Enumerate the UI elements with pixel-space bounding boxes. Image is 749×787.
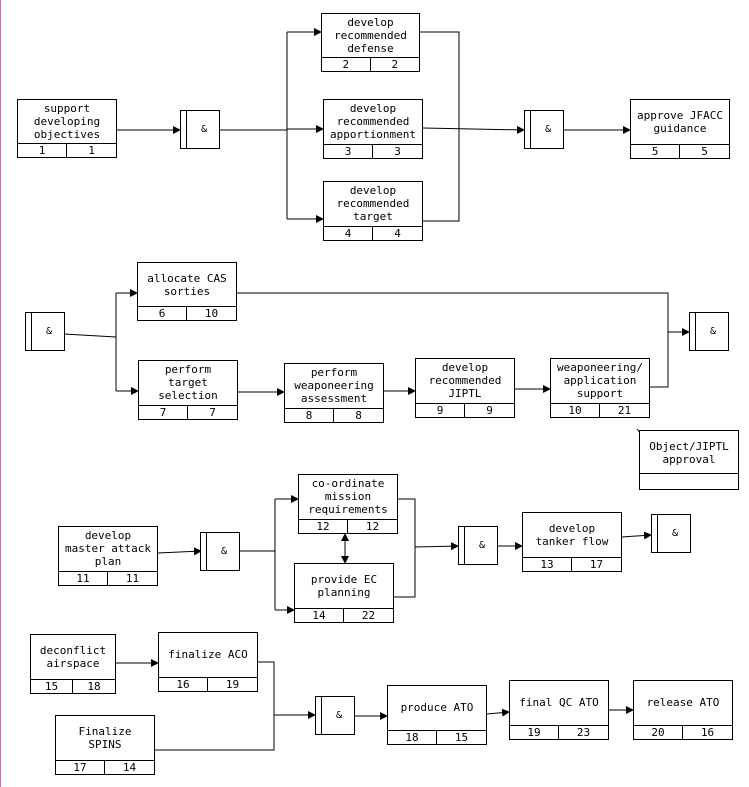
node-approve-jfacc-guidance[interactable]: approve JFACC guidance 5 5: [630, 99, 730, 159]
junction-bar: [695, 313, 696, 350]
junction-bar: [657, 515, 658, 552]
and-symbol: &: [200, 124, 208, 135]
node-produce-ato[interactable]: produce ATO 18 15: [387, 685, 487, 745]
junction-bar: [464, 527, 465, 564]
edge-n2-merge: [420, 31, 460, 222]
edge-n18-n19: [486, 708, 510, 717]
note-footer: [640, 473, 738, 489]
junction-bar: [186, 111, 187, 148]
node-release-ato[interactable]: release ATO 20 16: [633, 680, 733, 740]
and-junction-5[interactable]: &: [200, 532, 240, 571]
and-junction-4[interactable]: &: [689, 312, 729, 351]
and-junction-8[interactable]: &: [315, 696, 355, 735]
edge-n16-merge: [155, 661, 275, 751]
junction-bar: [321, 697, 322, 734]
edge-n3-and2: [422, 125, 525, 134]
and-junction-7[interactable]: &: [651, 514, 691, 553]
node-deconflict-airspace[interactable]: deconflict airspace 15 18: [30, 634, 116, 694]
node-develop-master-attack-plan[interactable]: develop master attack plan 11 11: [58, 526, 158, 586]
note-object-jiptl-approval[interactable]: Object/JIPTL approval: [639, 430, 739, 490]
node-support-developing-objectives[interactable]: support developing objectives 1 1: [17, 99, 117, 158]
node-perform-weaponeering-assessment[interactable]: perform weaponeering assessment 8 8: [284, 363, 384, 423]
node-develop-recommended-target[interactable]: develop recommended target 4 4: [323, 181, 423, 241]
and-symbol: &: [220, 546, 228, 557]
and-symbol: &: [709, 326, 717, 337]
node-provide-ec-planning[interactable]: provide EC planning 14 22: [294, 563, 394, 623]
node-coordinate-mission-requirements[interactable]: co-ordinate mission requirements 12 12: [298, 474, 398, 534]
node-finalize-spins[interactable]: Finalize SPINS 17 14: [55, 715, 155, 775]
edge-n11-and5: [157, 547, 202, 556]
node-develop-recommended-jiptl[interactable]: develop recommended JIPTL 9 9: [415, 358, 515, 418]
node-allocate-cas-sorties[interactable]: allocate CAS sorties 6 10: [137, 262, 237, 321]
and-junction-2[interactable]: &: [524, 110, 564, 149]
and-symbol: &: [544, 124, 552, 135]
and-symbol: &: [478, 540, 486, 551]
junction-bar: [31, 313, 32, 350]
node-finalize-aco[interactable]: finalize ACO 16 19: [158, 632, 258, 692]
edge-merge-and6: [414, 542, 459, 551]
edge-n13-and7: [621, 531, 652, 540]
edge-n10-merge: [650, 332, 669, 388]
and-junction-3[interactable]: &: [25, 312, 65, 351]
and-symbol: &: [671, 528, 679, 539]
and-symbol: &: [335, 710, 343, 721]
junction-bar: [530, 111, 531, 148]
junction-bar: [206, 533, 207, 570]
node-weaponeering-application-support[interactable]: weaponeering/ application support 10 21: [550, 358, 650, 418]
node-develop-tanker-flow[interactable]: develop tanker flow 13 17: [522, 512, 622, 572]
left-edge-line: [0, 0, 1, 787]
node-final-qc-ato[interactable]: final QC ATO 19 23: [509, 680, 609, 740]
and-symbol: &: [45, 326, 53, 337]
edge-n12-merge: [394, 498, 416, 598]
node-develop-recommended-defense[interactable]: develop recommended defense 2 2: [321, 13, 420, 72]
and-junction-6[interactable]: &: [458, 526, 498, 565]
node-perform-target-selection[interactable]: perform target selection 7 7: [138, 360, 238, 420]
and-junction-1[interactable]: &: [180, 110, 220, 149]
edge-and3-split: [63, 333, 117, 338]
node-develop-recommended-apportionment[interactable]: develop recommended apportionment 3 3: [323, 99, 423, 159]
edge-n6-merge: [237, 292, 669, 332]
